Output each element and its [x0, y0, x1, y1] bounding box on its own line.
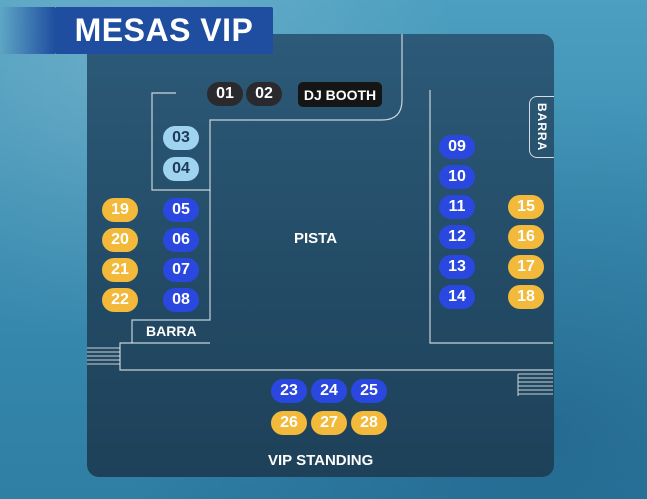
table-04[interactable]: 04 [163, 157, 199, 181]
table-13[interactable]: 13 [439, 255, 475, 279]
table-28[interactable]: 28 [351, 411, 387, 435]
table-06[interactable]: 06 [163, 228, 199, 252]
table-15[interactable]: 15 [508, 195, 544, 219]
table-05[interactable]: 05 [163, 198, 199, 222]
barra-right-label: BARRA [535, 102, 549, 152]
table-18[interactable]: 18 [508, 285, 544, 309]
table-26[interactable]: 26 [271, 411, 307, 435]
table-22[interactable]: 22 [102, 288, 138, 312]
table-21[interactable]: 21 [102, 258, 138, 282]
table-08[interactable]: 08 [163, 288, 199, 312]
table-25[interactable]: 25 [351, 379, 387, 403]
table-03[interactable]: 03 [163, 126, 199, 150]
table-10[interactable]: 10 [439, 165, 475, 189]
table-16[interactable]: 16 [508, 225, 544, 249]
table-09[interactable]: 09 [439, 135, 475, 159]
barra-right: BARRA [529, 96, 554, 158]
pista-label: PISTA [294, 230, 338, 247]
table-23[interactable]: 23 [271, 379, 307, 403]
table-12[interactable]: 12 [439, 225, 475, 249]
page-title: MESAS VIP [0, 7, 273, 54]
table-27[interactable]: 27 [311, 411, 347, 435]
table-14[interactable]: 14 [439, 285, 475, 309]
table-17[interactable]: 17 [508, 255, 544, 279]
table-19[interactable]: 19 [102, 198, 138, 222]
table-02[interactable]: 02 [246, 82, 282, 106]
barra-left-label: BARRA [146, 323, 197, 339]
dj-booth: DJ BOOTH [298, 82, 382, 107]
table-01[interactable]: 01 [207, 82, 243, 106]
table-07[interactable]: 07 [163, 258, 199, 282]
venue-map-panel [87, 34, 554, 477]
table-24[interactable]: 24 [311, 379, 347, 403]
table-20[interactable]: 20 [102, 228, 138, 252]
table-11[interactable]: 11 [439, 195, 475, 219]
vip-standing-label: VIP STANDING [268, 452, 374, 469]
